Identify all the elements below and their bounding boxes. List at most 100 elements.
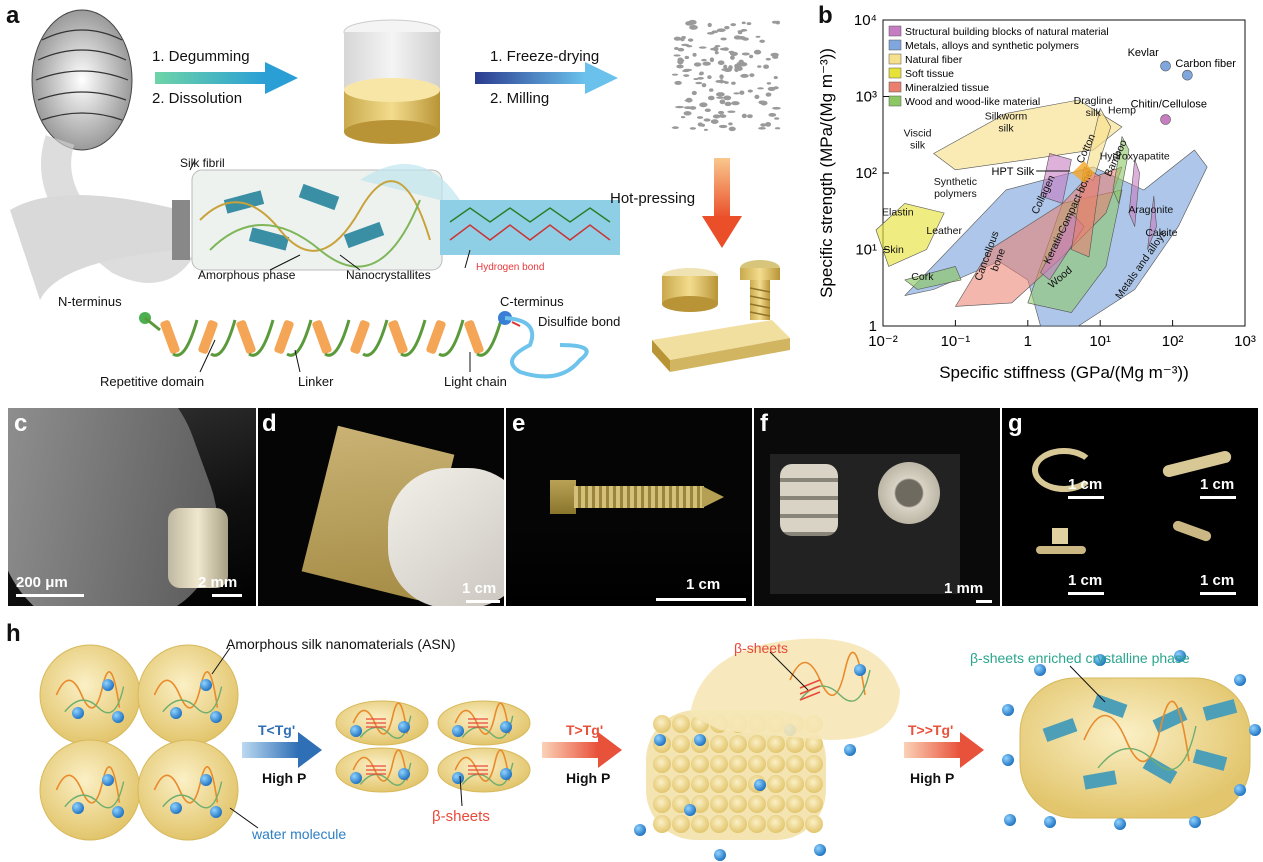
panel-label-e: e <box>512 410 526 437</box>
packed-particle <box>653 775 671 793</box>
region-label: Calcite <box>1145 227 1177 239</box>
linker-label: Linker <box>298 374 334 389</box>
region-label-line: Dragline <box>1074 95 1113 107</box>
protein-chain <box>153 766 219 804</box>
beta-sheet <box>366 765 386 775</box>
y-tick-label: 10³ <box>855 89 877 106</box>
asn-particle <box>137 739 239 841</box>
protein-chain <box>64 686 125 714</box>
powder-particle <box>746 22 752 26</box>
powder-particle <box>747 89 753 93</box>
powder-particle <box>685 21 693 26</box>
powder-particle <box>717 110 725 115</box>
panel-f-scale: 1 mm <box>944 580 984 597</box>
powder-particle <box>738 59 744 65</box>
heavy-chain-diagram <box>139 311 589 379</box>
protein-chain <box>352 749 408 782</box>
water-molecule <box>500 721 512 733</box>
y-tick-label: 10² <box>855 165 877 182</box>
powder-particle <box>770 52 779 57</box>
water-molecule <box>1094 654 1106 666</box>
region-label-line: silk <box>998 123 1014 135</box>
panel-label-f: f <box>760 410 768 437</box>
packed-particle <box>672 775 690 793</box>
legend-label: Mineralzied tissue <box>905 82 989 94</box>
powder-particle <box>723 64 728 69</box>
powder-particle <box>677 57 684 63</box>
powder-particle <box>737 63 746 66</box>
packed-particle <box>748 815 766 833</box>
water-molecule <box>102 774 114 786</box>
water-label: water molecule <box>252 826 347 842</box>
water-molecule <box>1234 674 1246 686</box>
step2-line2: 2. Milling <box>490 90 550 107</box>
protein-chain <box>454 749 510 782</box>
chart-region <box>1112 136 1130 204</box>
repetitive-domain-segment <box>388 320 408 354</box>
packed-particle <box>710 775 728 793</box>
beta-sheets-label-2: β-sheets <box>734 640 788 656</box>
packed-particle <box>672 755 690 773</box>
powder-particle <box>774 117 780 120</box>
water-molecule <box>1002 704 1014 716</box>
legend-swatch <box>888 95 902 107</box>
powder-particle <box>730 23 737 27</box>
x-tick-label: 10⁻¹ <box>941 333 971 350</box>
panel-c-scale-bar2 <box>212 594 242 597</box>
powder-particle <box>741 113 747 119</box>
powder-particle <box>740 73 749 78</box>
water-molecule <box>350 772 362 784</box>
pressed-products-icon <box>652 260 790 372</box>
data-point <box>1160 60 1171 72</box>
disulfide-bond-label: Disulfide bond <box>538 314 621 329</box>
packed-particle <box>767 775 785 793</box>
powder-particle <box>758 127 766 130</box>
powder-particle <box>673 54 681 57</box>
powder-particle <box>684 55 690 60</box>
packed-particle <box>653 755 671 773</box>
protein-chain <box>162 781 223 809</box>
water-molecule <box>452 772 464 784</box>
powder-particle <box>695 81 703 85</box>
panel-g-scale-3: 1 cm <box>1068 572 1103 589</box>
repetitive-domain-label: Repetitive domain <box>100 374 205 389</box>
y-tick-label: 10¹ <box>855 242 877 259</box>
linker-segment <box>248 319 275 357</box>
enriched-leader <box>1069 665 1106 703</box>
packed-particle <box>653 715 671 733</box>
powder-particle <box>758 100 767 105</box>
legend-label: Soft tissue <box>905 68 954 80</box>
legend-swatch <box>888 25 902 37</box>
water-molecule <box>1114 818 1126 830</box>
powder-particle <box>733 92 740 95</box>
water-molecule <box>500 768 512 780</box>
c-terminus-label: C-terminus <box>500 294 564 309</box>
crystallite <box>1092 693 1128 719</box>
powder-particle <box>763 64 770 69</box>
crystallite <box>1192 749 1228 771</box>
asn-leader <box>211 647 231 675</box>
powder-particle <box>707 22 712 28</box>
panel-d-scale-bar <box>466 600 500 603</box>
region-label: Aragonite <box>1128 204 1173 216</box>
packed-particle <box>786 735 804 753</box>
packed-particle <box>748 795 766 813</box>
water-molecule <box>200 774 212 786</box>
arrow-freeze-drying <box>475 62 618 94</box>
water-molecule <box>684 804 696 816</box>
powder-particles <box>671 19 781 132</box>
region-label-line: Synthetic <box>934 176 977 188</box>
region-label-line: Viscid <box>904 128 932 140</box>
water-molecule <box>1002 754 1014 766</box>
nanocrystallites-label: Nanocrystallites <box>346 268 431 282</box>
legend-label: Structural building blocks of natural ma… <box>905 26 1109 38</box>
water-molecule <box>844 744 856 756</box>
region-label: Hemp <box>1108 104 1136 116</box>
hpt-silk-marker <box>1072 161 1095 183</box>
packed-particle <box>805 795 823 813</box>
powder-particle <box>737 36 746 40</box>
repetitive-domain-segment <box>426 320 446 354</box>
packed-particle <box>672 735 690 753</box>
water-molecule <box>1174 650 1186 662</box>
